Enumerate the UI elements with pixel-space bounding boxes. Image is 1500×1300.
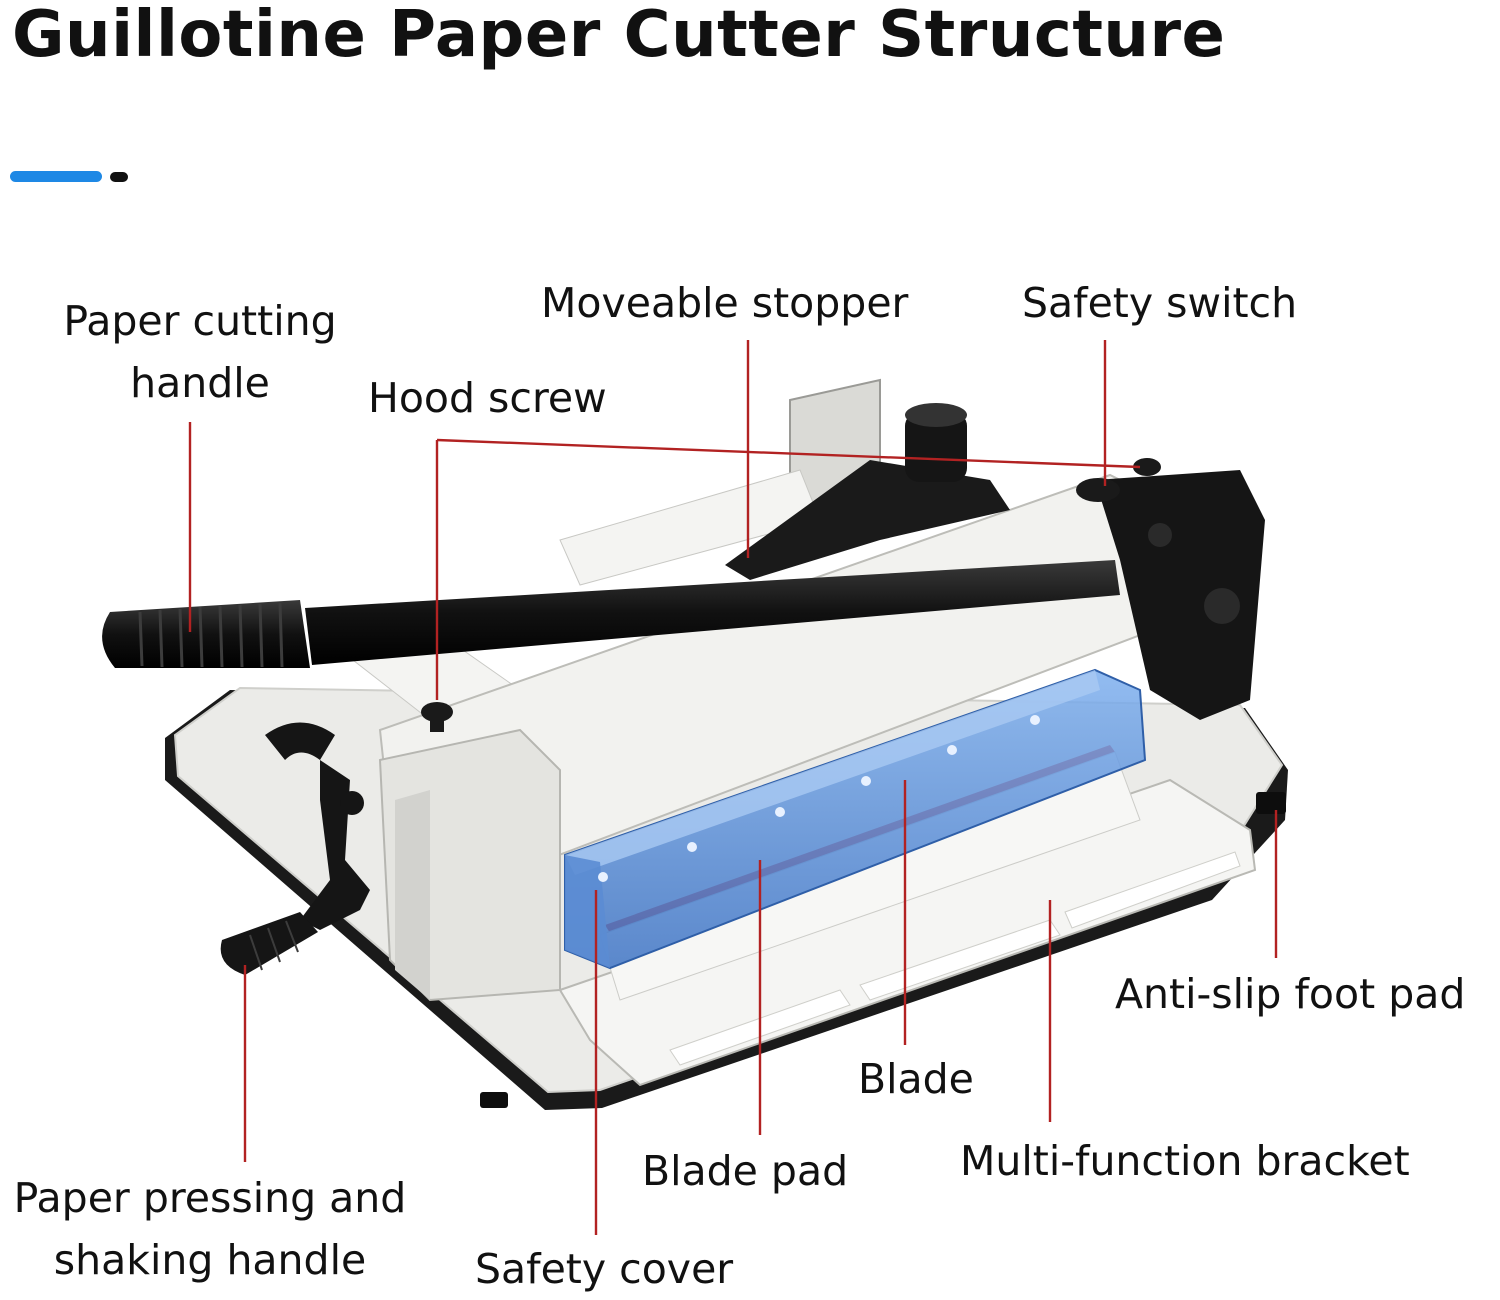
page-title: Guillotine Paper Cutter Structure — [12, 0, 1226, 72]
label-anti-slip-foot-pad: Anti-slip foot pad — [1115, 970, 1466, 1018]
label-paper-pressing-and-shaking-handle: Paper pressing and shaking handle — [13, 1174, 407, 1284]
stopper-arm — [725, 460, 1010, 580]
label-safety-switch: Safety switch — [1022, 279, 1298, 327]
multi-function-bracket-shape — [558, 778, 1257, 1087]
leader-hood-screw-horizontal — [436, 438, 1141, 469]
pressing-crank-grip — [220, 912, 318, 975]
safety-switch-knob — [1076, 478, 1120, 502]
label-paper-cutting-handle: Paper cutting handle — [63, 297, 337, 407]
label-blade: Blade — [858, 1055, 974, 1103]
leader-lines — [188, 340, 1278, 1235]
stopper-knob — [905, 412, 967, 482]
label-multi-function-bracket: Multi-function bracket — [960, 1137, 1410, 1185]
cutting-handle-bar — [305, 560, 1120, 665]
pivot-block — [1095, 470, 1265, 720]
carousel-indicator-active[interactable] — [10, 171, 102, 182]
cutting-handle-grip — [102, 600, 310, 668]
hood-screw-knob-rear — [1133, 458, 1161, 476]
anti-slip-foot-pad-shape — [1256, 792, 1286, 814]
label-hood-screw: Hood screw — [368, 374, 607, 422]
carousel-indicator-dot[interactable] — [110, 172, 128, 182]
label-moveable-stopper: Moveable stopper — [541, 279, 909, 327]
label-safety-cover: Safety cover — [475, 1245, 734, 1293]
label-blade-pad: Blade pad — [642, 1147, 849, 1195]
pressing-crank — [265, 722, 335, 760]
